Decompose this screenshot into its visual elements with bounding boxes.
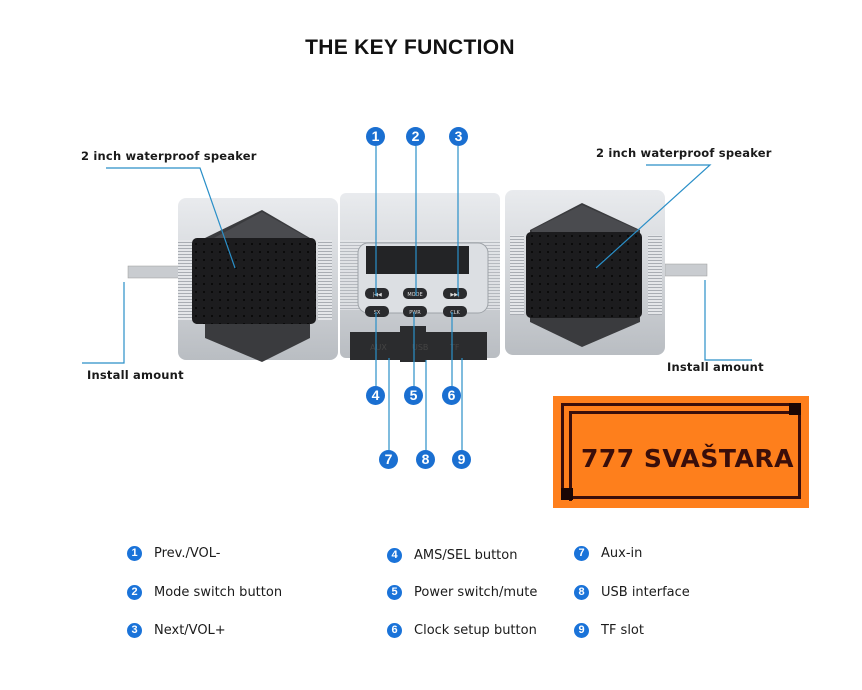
legend-text: AMS/SEL button	[414, 548, 518, 563]
lcd-display	[366, 246, 469, 274]
install-left-label: Install amount	[87, 368, 184, 382]
mode-button-label: MODE	[407, 292, 422, 298]
next-button	[443, 288, 467, 299]
leader-lines	[82, 146, 752, 450]
legend-text: Clock setup button	[414, 623, 537, 638]
legend-number: 6	[387, 623, 402, 638]
legend-number: 5	[387, 585, 402, 600]
head-unit	[340, 193, 500, 362]
mount-rod-right	[664, 263, 708, 277]
watermark-text: 777 SVAŠTARA	[581, 444, 794, 473]
legend-text: TF slot	[601, 623, 644, 638]
sel-button	[365, 306, 389, 317]
page-title: THE KEY FUNCTION	[305, 36, 515, 59]
watermark-stamp: 777 SVAŠTARA	[553, 396, 809, 508]
legend-number: 4	[387, 548, 402, 563]
legend-number: 2	[127, 585, 142, 600]
speaker-left-label: 2 inch waterproof speaker	[81, 149, 257, 163]
prev-button	[365, 288, 389, 299]
clock-button-label: CLK	[450, 310, 460, 316]
port-label-aux: AUX	[370, 343, 387, 352]
legend-number: 8	[574, 585, 589, 600]
marker-9: 9	[452, 450, 471, 469]
device-illustration: |◀◀ MODE ▶▶| SX PWR CLK AUX USB TF	[82, 146, 752, 450]
next-button-label: ▶▶|	[450, 292, 460, 298]
legend-item-9: 9 TF slot	[574, 623, 644, 638]
legend-number: 9	[574, 623, 589, 638]
port-label-usb: USB	[412, 343, 428, 352]
legend-item-7: 7 Aux-in	[574, 546, 642, 561]
power-button	[403, 306, 427, 317]
legend-item-6: 6 Clock setup button	[387, 623, 537, 638]
power-button-label: PWR	[409, 310, 421, 316]
marker-8: 8	[416, 450, 435, 469]
legend-text: Power switch/mute	[414, 585, 538, 600]
legend-item-4: 4 AMS/SEL button	[387, 548, 517, 563]
speaker-right-label: 2 inch waterproof speaker	[596, 146, 772, 160]
legend-number: 1	[127, 546, 142, 561]
clock-button	[443, 306, 467, 317]
legend-number: 3	[127, 623, 142, 638]
legend-item-8: 8 USB interface	[574, 585, 690, 600]
legend-text: Next/VOL+	[154, 623, 226, 638]
legend-item-1: 1 Prev./VOL-	[127, 546, 220, 561]
marker-2: 2	[406, 127, 425, 146]
prev-button-label: |◀◀	[372, 292, 382, 298]
right-speaker	[505, 190, 665, 355]
sel-button-label: SX	[374, 310, 381, 316]
legend-text: Aux-in	[601, 546, 643, 561]
legend-number: 7	[574, 546, 589, 561]
marker-4: 4	[366, 386, 385, 405]
mode-button	[403, 288, 427, 299]
legend-item-2: 2 Mode switch button	[127, 585, 282, 600]
legend-text: USB interface	[601, 585, 690, 600]
marker-1: 1	[366, 127, 385, 146]
legend-item-5: 5 Power switch/mute	[387, 585, 537, 600]
marker-7: 7	[379, 450, 398, 469]
legend-text: Prev./VOL-	[154, 546, 221, 561]
install-right-label: Install amount	[667, 360, 764, 374]
marker-6: 6	[442, 386, 461, 405]
legend-item-3: 3 Next/VOL+	[127, 623, 226, 638]
marker-3: 3	[449, 127, 468, 146]
port-label-tf: TF	[449, 343, 460, 352]
left-speaker	[178, 198, 338, 362]
legend-text: Mode switch button	[154, 585, 283, 600]
marker-5: 5	[404, 386, 423, 405]
